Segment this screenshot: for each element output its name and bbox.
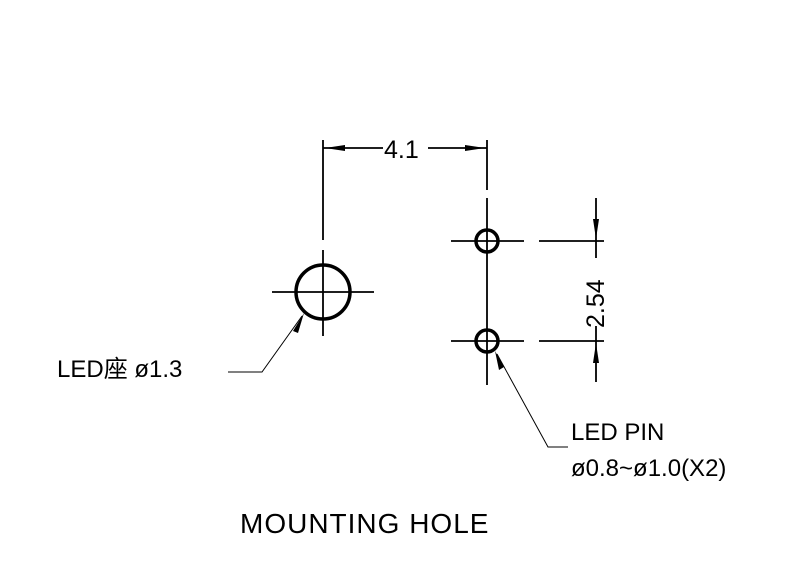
led-seat-hole [272, 250, 374, 336]
led-pin-label: LED PIN [571, 419, 665, 446]
led-seat-label: LED座 ø1.3 [57, 356, 183, 383]
drawing-title: MOUNTING HOLE [240, 508, 490, 539]
leader-led-pin [495, 351, 568, 448]
dimension-4-1 [322, 140, 488, 240]
dimension-horizontal-label: 4.1 [384, 136, 419, 164]
dimension-2-54 [539, 198, 604, 382]
dimension-vertical-label: 2.54 [582, 279, 610, 328]
led-pin-size-label: ø0.8~ø1.0(X2) [571, 455, 727, 482]
leader-led-seat [228, 313, 304, 373]
